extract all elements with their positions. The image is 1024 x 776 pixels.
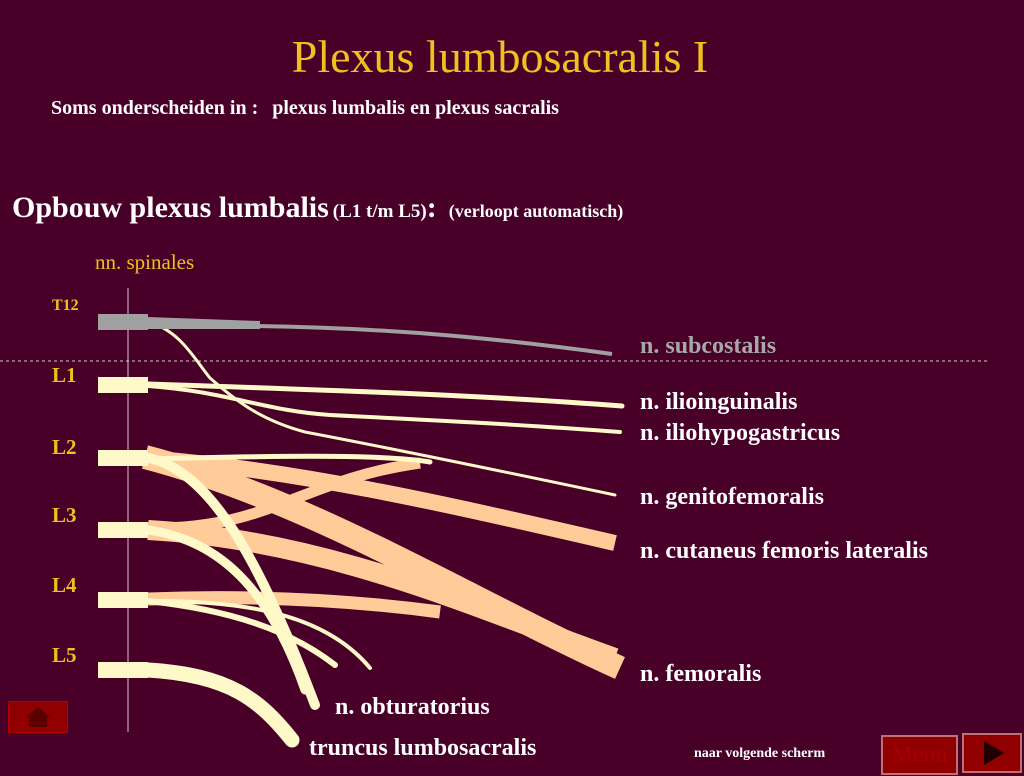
segment-label-l3: L3 — [52, 503, 77, 527]
next-screen-link[interactable]: naar volgende scherm — [694, 746, 826, 761]
branch-l4-descending — [146, 598, 372, 670]
branch-ilioinguinalis — [145, 381, 625, 409]
branch-truncus — [140, 662, 300, 748]
heading-main: Opbouw plexus lumbalis — [12, 191, 329, 224]
nerve-label-femoralis: n. femoralis — [640, 661, 762, 687]
subtitle: Soms onderscheiden in : plexus lumbalis e… — [51, 97, 559, 120]
segment-label-l5: L5 — [52, 643, 77, 667]
root-l1 — [98, 377, 148, 393]
root-l5 — [98, 662, 148, 678]
section-heading: Opbouw plexus lumbalis (L1 t/m L5): (ver… — [12, 191, 623, 225]
branch-femoralis-l4 — [147, 591, 441, 619]
segment-label-l2: L2 — [52, 435, 77, 459]
segment-label-t12: T12 — [52, 297, 79, 314]
branch-femoralis-l3 — [147, 520, 619, 668]
branch-genitofemoralis — [146, 320, 617, 497]
page-title: Plexus lumbosacralis I — [291, 31, 709, 82]
spinales-label: nn. spinales — [95, 250, 195, 274]
root-l3 — [98, 522, 148, 538]
branch-l2-genito — [145, 453, 433, 465]
light-branches — [140, 320, 625, 748]
menu-button[interactable]: Menu — [881, 735, 958, 775]
nerve-label-cutaneus-femoris-lateralis: n. cutaneus femoris lateralis — [640, 538, 928, 564]
nerve-label-ilioinguinalis: n. ilioinguinalis — [640, 389, 798, 415]
subtitle-prefix: Soms onderscheiden in : — [51, 97, 259, 119]
nerve-label-obturatorius: n. obturatorius — [335, 694, 490, 720]
heading-note: (verloopt automatisch) — [448, 201, 624, 221]
heading-colon: : — [426, 191, 437, 224]
nerve-label-genitofemoralis: n. genitofemoralis — [640, 484, 824, 510]
home-icon — [26, 707, 50, 727]
nerve-label-subcostalis: n. subcostalis — [640, 333, 777, 359]
nerve-label-iliohypogastricus: n. iliohypogastricus — [640, 420, 841, 446]
root-l2 — [98, 450, 148, 466]
root-l4 — [98, 592, 148, 608]
segment-label-l4: L4 — [52, 573, 77, 597]
branch-obturatorius-l3 — [143, 525, 310, 695]
next-arrow-button[interactable] — [962, 733, 1022, 773]
subtitle-text: plexus lumbalis en plexus sacralis — [272, 97, 559, 119]
branch-l4-lateral — [145, 598, 338, 668]
heading-range: (L1 t/m L5) — [332, 201, 427, 222]
root-t12 — [98, 314, 148, 330]
branch-iliohypogastricus — [146, 384, 622, 434]
branch-subcostalis — [254, 324, 613, 356]
branch-subcostalis-root — [148, 317, 260, 329]
home-button[interactable] — [8, 701, 68, 733]
play-arrow-icon — [984, 741, 1004, 765]
nerve-label-truncus-lumbosacralis: truncus lumbosacralis — [309, 735, 537, 761]
orange-branches — [141, 445, 625, 679]
segment-label-l1: L1 — [52, 363, 77, 387]
